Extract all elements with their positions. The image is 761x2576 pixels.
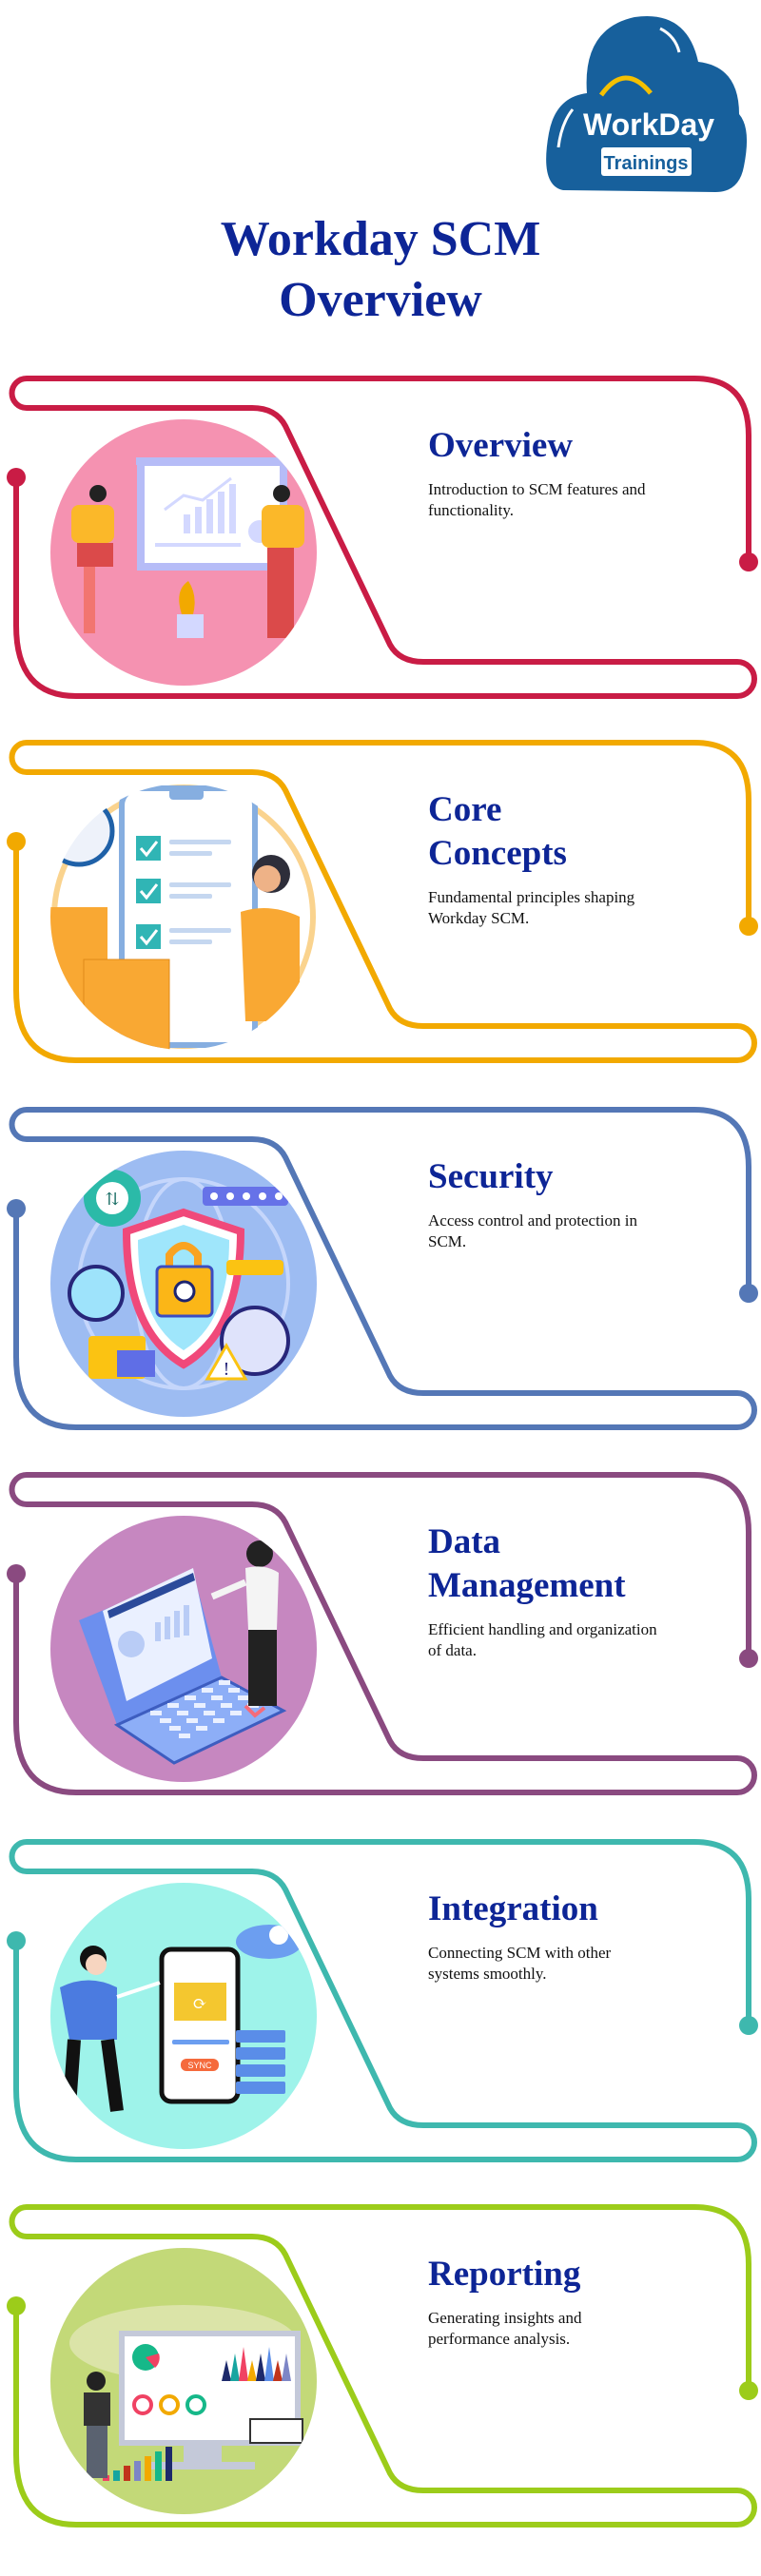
section-title-line1: Integration [428,1889,598,1928]
section-description: Connecting SCM with other systems smooth… [428,1944,612,1983]
section-overview: Overview Introduction to SCM features an… [0,376,761,744]
workday-trainings-logo: WorkDay Trainings [544,10,750,195]
timeline-track [7,2204,758,2528]
track-line [9,740,757,1063]
track-line [9,2204,757,2528]
timeline-track [7,376,758,699]
section-description: Fundamental principles shaping Workday S… [428,888,635,927]
section-title-line1: Overview [428,426,574,465]
section-description: Access control and protection in SCM. [428,1211,637,1250]
section-title-line1: Core [428,790,502,829]
section-title: Overview [428,424,713,468]
page-title-line2: Overview [279,273,482,327]
track-end-dot [739,1649,758,1668]
svg-text:⇅: ⇅ [105,1190,119,1209]
track-end-dot [739,1284,758,1303]
track-end-dot [739,917,758,936]
page-title-line1: Workday SCM [220,212,541,266]
section-title: Core Concepts [428,788,713,876]
logo-sub-text: Trainings [604,153,689,174]
section-title-line1: Security [428,1157,554,1196]
presentation-illustration [50,419,317,686]
section-text: Data Management Efficient handling and o… [428,1520,713,1661]
track-start-dot [7,832,26,851]
logo-brand-text: WorkDay [583,107,714,142]
track-line [9,1839,757,2162]
section-text: Overview Introduction to SCM features an… [428,424,713,521]
section-title: Integration [428,1888,713,1931]
section-core-concepts: Core Concepts Fundamental principles sha… [0,740,761,1108]
track-start-dot [7,1931,26,1950]
section-description: Introduction to SCM features and functio… [428,480,646,519]
section-description: Generating insights and performance anal… [428,2309,582,2348]
timeline-track [7,740,758,1063]
section-title: Data Management [428,1520,713,1608]
section-data-management: Data Management Efficient handling and o… [0,1472,761,1840]
track-line [9,1107,757,1430]
laptop-data-illustration [50,1516,317,1782]
section-text: Core Concepts Fundamental principles sha… [428,788,713,929]
section-description: Efficient handling and organization of d… [428,1620,657,1659]
track-start-dot [7,1199,26,1218]
security-lock-illustration: ⇅ ! [50,1151,317,1417]
track-start-dot [7,1564,26,1583]
svg-text:!: ! [224,1359,230,1380]
track-line [9,376,757,699]
checklist-illustration [50,784,317,1050]
track-line [9,1472,757,1795]
section-reporting: Reporting Generating insights and perfor… [0,2204,761,2572]
page-title: Workday SCM Overview [0,209,761,331]
report-dashboard-illustration [50,2248,317,2514]
section-text: Reporting Generating insights and perfor… [428,2253,713,2350]
section-integration: ⟳ SYNC Integration Connecting SCM with o… [0,1839,761,2207]
track-start-dot [7,2296,26,2315]
section-title-line1: Data [428,1522,501,1561]
section-title: Reporting [428,2253,713,2296]
timeline-track [7,1107,758,1430]
section-text: Security Access control and protection i… [428,1155,713,1252]
sync-illustration: ⟳ SYNC [50,1883,317,2149]
section-title-line2: Concepts [428,834,567,873]
section-title-line2: Management [428,1566,626,1605]
timeline-track [7,1472,758,1795]
timeline-track [7,1839,758,2162]
track-end-dot [739,2016,758,2035]
track-end-dot [739,2381,758,2400]
section-text: Integration Connecting SCM with other sy… [428,1888,713,1985]
sync-label: SYNC [187,2061,212,2070]
svg-text:⟳: ⟳ [192,1994,206,2013]
section-title: Security [428,1155,713,1199]
section-security: ⇅ ! Security Access control and protecti… [0,1107,761,1475]
section-title-line1: Reporting [428,2255,581,2294]
track-end-dot [739,552,758,571]
track-start-dot [7,468,26,487]
